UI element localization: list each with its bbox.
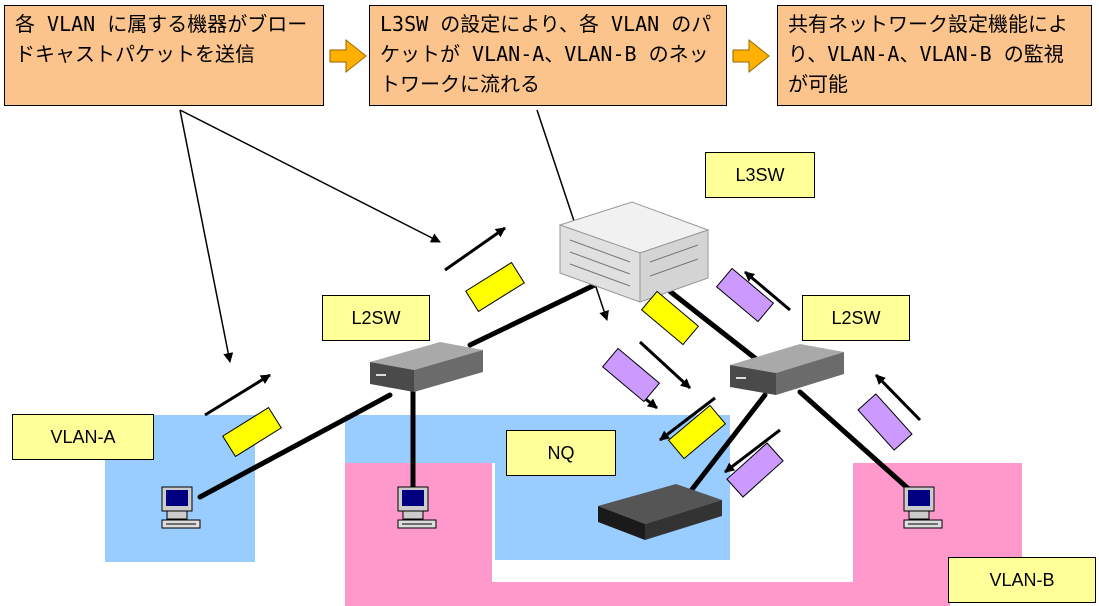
- packet-icon: [857, 393, 913, 451]
- direction-arrow: [744, 270, 791, 312]
- packet-icon: [601, 347, 661, 403]
- l2sw-right-label: L2SW: [802, 295, 910, 341]
- cable: [197, 392, 393, 500]
- vlan-b-label: VLAN-B: [948, 557, 1096, 603]
- packet-icon: [640, 290, 700, 346]
- step-2-box: L3SW の設定により、各 VLAN のパケットが VLAN-A、VLAN-B …: [369, 5, 727, 106]
- cable: [687, 392, 768, 495]
- flow-arrow-2: [732, 38, 770, 74]
- callout-line: [179, 109, 234, 363]
- l2-switch-icon: [730, 344, 844, 395]
- pc-icon: [161, 486, 201, 529]
- direction-arrow: [659, 396, 716, 442]
- step-3-box: 共有ネットワーク設定機能により、VLAN-A、VLAN-B の監視が可能: [777, 5, 1092, 106]
- flow-arrow-1: [329, 38, 367, 74]
- direction-arrow: [874, 373, 922, 422]
- direction-arrow: [204, 373, 271, 417]
- vlan-a-label: VLAN-A: [12, 414, 154, 460]
- direction-arrow: [724, 428, 781, 474]
- l2-switch-icon: [370, 342, 483, 392]
- l2sw-left-label: L2SW: [322, 295, 430, 341]
- l3-switch-icon: [558, 201, 710, 303]
- cable: [467, 277, 608, 348]
- packet-icon: [222, 406, 282, 458]
- callout-line: [179, 109, 441, 243]
- packet-icon: [667, 404, 727, 460]
- pc-icon: [903, 486, 943, 529]
- nq-appliance-icon: [598, 484, 722, 540]
- pc-icon: [397, 486, 437, 529]
- direction-arrow: [444, 226, 506, 272]
- cable: [655, 279, 763, 365]
- packet-icon: [465, 261, 525, 313]
- packet-icon: [726, 442, 784, 498]
- cable: [797, 389, 915, 495]
- direction-arrow: [638, 340, 692, 390]
- nq-label: NQ: [506, 430, 616, 476]
- packet-icon: [715, 267, 775, 323]
- step-1-box: 各 VLAN に属する機器がブロードキャストパケットを送信: [4, 5, 324, 106]
- l3sw-label: L3SW: [705, 152, 815, 198]
